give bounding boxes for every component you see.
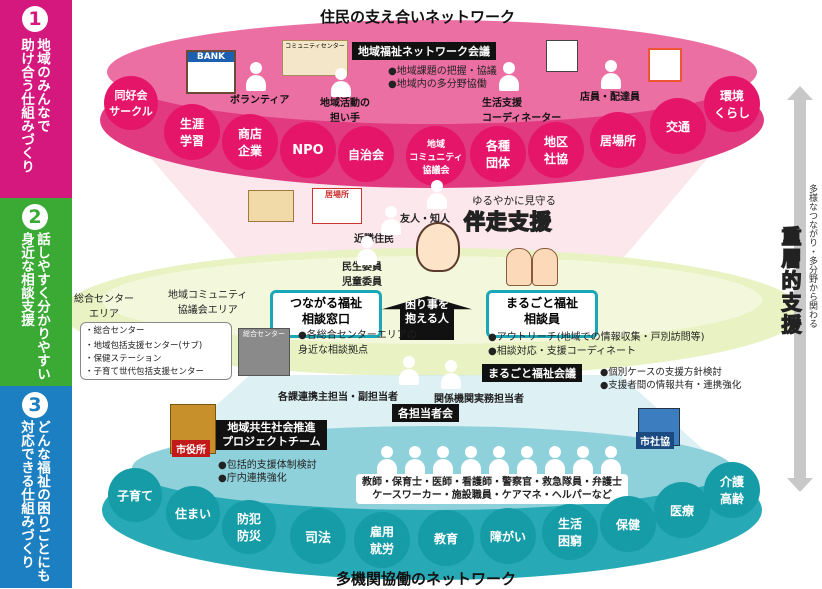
minsei-label: 民生委員 児童委員	[342, 262, 382, 288]
bottom-title: 多機関協働のネットワーク	[336, 570, 517, 588]
kinrin-label: 近隣住民	[354, 234, 394, 245]
person-icon	[432, 446, 454, 476]
person-icon	[404, 446, 426, 476]
person-icon	[380, 206, 402, 236]
kakutanto-title: 各担当者会	[392, 404, 459, 422]
post-office-icon	[648, 48, 682, 82]
katsudo-label: 地域活動の 担い手	[320, 98, 370, 124]
person-icon	[516, 446, 538, 476]
supporter-icon	[532, 248, 558, 286]
bank-icon: BANK	[186, 50, 236, 94]
person-icon	[245, 62, 267, 92]
renkei-label: 各課連携主担当・副担当者	[278, 392, 398, 403]
tsunagaru-madoguchi-box: つながる福祉 相談窓口	[270, 290, 382, 338]
person-icon	[544, 446, 566, 476]
circle-kyouiku: 教育	[418, 510, 474, 566]
step-2-text: 話しやすく分かりやすい 身近な相談支援	[18, 232, 50, 381]
circle-kakushu-dantai: 各種 団体	[470, 126, 526, 182]
circle-shougai-gakushu: 生涯 学習	[164, 104, 220, 160]
step-2-number: 2	[22, 204, 48, 230]
kankei-label: 関係機関実務担当者	[434, 394, 524, 405]
house-icon	[248, 190, 294, 222]
meeting-item-2: ●地域内の多分野協働	[388, 79, 487, 90]
shiyakusho-label: 市役所	[172, 440, 210, 457]
kaigi-item-2: ●支援者間の情報共有・連携強化	[600, 380, 742, 391]
circle-chiku-shakyo: 地区 社協	[528, 122, 584, 178]
person-icon	[600, 446, 622, 476]
project-team-title: 地域共生社会推進 プロジェクトチーム	[216, 420, 327, 450]
person-icon	[330, 68, 352, 98]
sogo-center-building-icon: 総合センター	[238, 328, 290, 376]
circle-sumai: 住まい	[166, 486, 220, 540]
circle-npo: NPO	[280, 122, 336, 178]
circle-chiiki-community: 地域 コミュニティ 協議会	[406, 126, 466, 186]
step-1-text: 地域のみんなで 助け合う仕組みづくり	[18, 38, 50, 173]
kaigi-item-1: ●個別ケースの支援方針検討	[600, 367, 722, 378]
step-3-text: どんな福祉の困りごとにも 対応できる仕組みづくり	[18, 420, 50, 582]
circle-iryou: 医療	[654, 482, 710, 538]
person-icon	[356, 236, 378, 266]
bansou-shien-label: 伴走支援	[463, 209, 552, 235]
person-icon	[376, 446, 398, 476]
ibasho-icon: 居場所	[312, 188, 362, 224]
circle-kosodate: 子育て	[108, 468, 162, 522]
circle-seikatsu-konkyuu: 生活 困窮	[542, 504, 598, 560]
juso-shien-label: 重層的支援	[777, 225, 802, 336]
person-icon	[600, 60, 622, 90]
circle-doukoukai: 同好会 サークル	[104, 76, 158, 130]
worried-person-icon	[416, 222, 460, 272]
marugoto-kaigi-title: まるごと福祉会議	[482, 364, 582, 382]
circle-shougai: 障がい	[480, 508, 536, 564]
sogo-list-item-4: ・子育て世代包括支援センター	[85, 367, 205, 377]
circle-shouten-kigyou: 商店 企業	[222, 114, 278, 170]
step-2-band: 2	[0, 198, 72, 386]
shishakyo-label: 市社協	[636, 432, 674, 449]
outreach-item-2: ●相談対応・支援コーディネート	[488, 346, 637, 357]
circle-ibasho: 居場所	[590, 112, 646, 168]
top-title: 住民の支え合いネットワーク	[320, 8, 516, 26]
sogo-area-label: 総合センター エリア	[74, 294, 134, 320]
convenience-store-icon	[546, 40, 578, 72]
sogo-list-item-2: ・地域包括支援センター(サブ)	[85, 341, 203, 351]
person-icon	[460, 446, 482, 476]
circle-hoken: 保健	[600, 496, 656, 552]
supporter-icon	[506, 248, 532, 286]
sogo-list-item-1: ・総合センター	[85, 326, 145, 336]
step-1-number: 1	[22, 6, 48, 32]
seikatsu-label: 生活支援 コーディネーター	[482, 98, 562, 124]
person-icon	[488, 446, 510, 476]
circle-jichikai: 自治会	[338, 126, 394, 182]
step-1-band: 1	[0, 0, 72, 198]
meeting-item-1: ●地域課題の把握・協議	[388, 66, 497, 77]
kyoten-note: ●各総合センターエリアの 身近な相談拠点	[298, 330, 417, 356]
tenin-label: 店員・配達員	[580, 92, 640, 103]
sogo-list-item-3: ・保健ステーション	[85, 354, 162, 364]
circle-kankyou: 環境 くらし	[704, 76, 760, 132]
community-area-label: 地域コミュニティ 協議会エリア	[168, 290, 248, 316]
marugoto-soudanin-box: まるごと福祉 相談員	[486, 290, 598, 338]
yuruyaka-label: ゆるやかに見守る	[472, 195, 556, 207]
volunteer-label: ボランティア	[230, 95, 290, 106]
person-icon	[426, 180, 448, 210]
right-note: 多様なつながり・多分野から関わる	[807, 184, 817, 328]
circle-kaigo-koureisha: 介護 高齢	[704, 462, 760, 518]
outreach-item-1: ●アウトリーチ(地域での情報収集・戸別訪問等)	[488, 332, 705, 343]
circle-shihou: 司法	[290, 508, 346, 564]
person-icon	[572, 446, 594, 476]
circle-bouhan-bousai: 防犯 防災	[222, 500, 276, 554]
person-icon	[398, 356, 420, 386]
network-meeting-title: 地域福祉ネットワーク会議	[352, 42, 496, 60]
person-icon	[440, 360, 462, 390]
pt-item-1: ●包括的支援体制検討	[218, 460, 317, 471]
person-icon	[498, 62, 520, 92]
step-3-band: 3	[0, 386, 72, 588]
tomodachi-label: 友人・知人	[400, 214, 450, 225]
circle-koutsu: 交通	[650, 98, 706, 154]
step-3-number: 3	[22, 392, 48, 418]
circle-koyou-shuurou: 雇用 就労	[354, 512, 410, 568]
sogo-center-list: ・総合センター ・地域包括支援センター(サブ) ・保健ステーション ・子育て世代…	[80, 322, 232, 380]
pt-item-2: ●庁内連携強化	[218, 473, 287, 484]
professions-box: 教師・保育士・医師・看護師・警察官・救急隊員・弁護士 ケースワーカー・施設職員・…	[356, 474, 628, 504]
